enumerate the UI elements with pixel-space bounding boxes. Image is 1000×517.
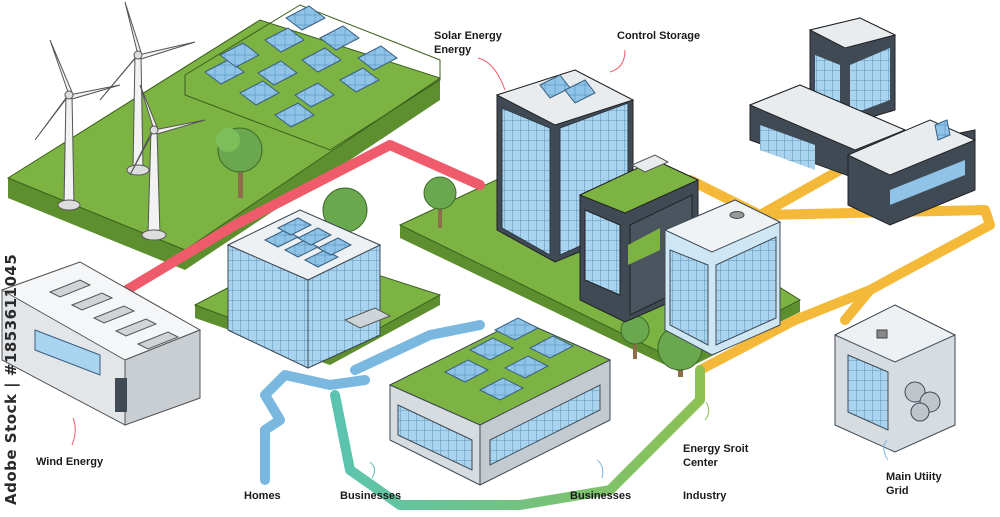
label-wind-energy: Wind Energy — [36, 455, 103, 469]
label-energy-center: Energy Sroit Center — [683, 442, 748, 470]
leader-businesses-1 — [370, 462, 375, 478]
industry-building — [750, 18, 975, 225]
energy-storage-center-building — [665, 200, 780, 355]
stock-watermark: Adobe Stock | #1853611045 — [2, 254, 20, 505]
label-businesses-2: Businesses — [570, 489, 631, 503]
main-utility-grid-unit — [835, 305, 955, 452]
label-main-utility-line2: Grid — [886, 484, 942, 498]
label-solar-energy-line2: Energy — [434, 43, 502, 57]
grid-line-yellow-1 — [690, 170, 840, 215]
leader-solar-energy — [478, 58, 505, 90]
label-solar-energy-line1: Solar Energy — [434, 29, 502, 43]
wind-energy-building — [2, 262, 200, 425]
leader-energy-center — [705, 402, 709, 420]
label-energy-center-line1: Energy Sroit — [683, 442, 748, 456]
label-solar-energy: Solar Energy Energy — [434, 29, 502, 57]
label-main-utility-grid: Main Utiity Grid — [886, 470, 942, 498]
leader-businesses-2 — [597, 460, 603, 478]
label-energy-center-line2: Center — [683, 456, 748, 470]
label-homes: Homes — [244, 489, 281, 503]
leader-control-storage — [610, 50, 625, 72]
label-industry: Industry — [683, 489, 726, 503]
label-control-storage: Control Storage — [617, 29, 700, 43]
label-businesses-1: Businesses — [340, 489, 401, 503]
label-main-utility-line1: Main Utiity — [886, 470, 942, 484]
leader-wind-energy — [72, 418, 75, 445]
